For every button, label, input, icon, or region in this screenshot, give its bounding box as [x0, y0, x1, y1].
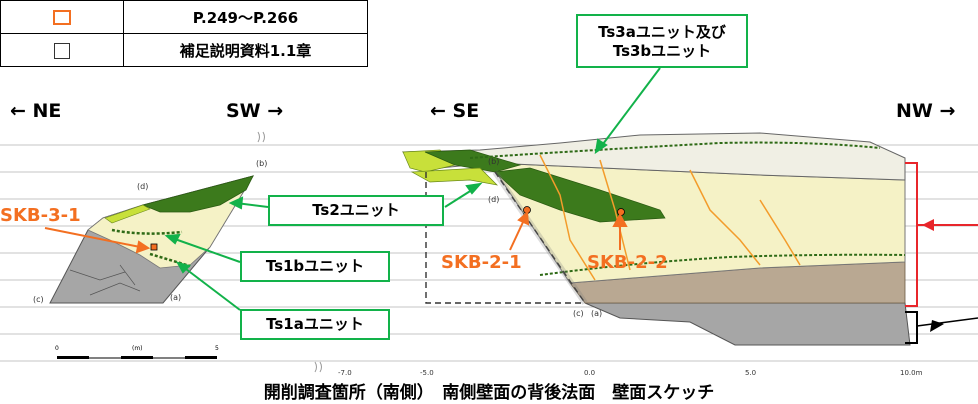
scale-bar: 0 (m) 5	[55, 345, 219, 359]
legend-text-1: P.249～P.266	[123, 0, 368, 34]
direction-sw: SW →	[226, 100, 284, 122]
direction-nw: NW →	[896, 100, 956, 122]
legend-text-2: 補足説明資料1.1章	[123, 33, 368, 67]
legend-row: 補足説明資料1.1章	[0, 33, 368, 67]
axis-ticks: -7.0 -5.0 0.0 5.0 10.0m	[338, 369, 923, 377]
tick-label: 5.0	[745, 369, 756, 377]
label-ts2-unit: Ts2ユニット	[268, 195, 444, 226]
label-ts1b-unit: Ts1bユニット	[240, 251, 390, 282]
sample-label-skb22: SKB-2-2	[587, 252, 668, 273]
point-d-left: (d)	[137, 182, 148, 191]
right-section-sketch	[401, 132, 911, 346]
left-section-sketch	[49, 175, 255, 304]
scale-end: 5	[215, 345, 219, 352]
scale-start: 0	[55, 345, 59, 352]
green-arrows	[164, 67, 661, 311]
point-a-right: (a)	[591, 309, 602, 318]
legend-marker-cell	[0, 0, 124, 34]
point-letters: (b) (d) (c) (a) (b) (d) (c) (a)	[33, 157, 602, 318]
direction-se: ← SE	[430, 100, 480, 122]
direction-ne: ← NE	[10, 100, 62, 122]
tick-label: -5.0	[420, 369, 434, 377]
point-d-right: (d)	[488, 195, 499, 204]
tick-label: 0.0	[584, 369, 595, 377]
callout-ts3-line2: Ts3bユニット	[612, 42, 712, 60]
tick-label: 10.0m	[900, 369, 923, 377]
legend-row: P.249～P.266	[0, 0, 368, 34]
figure-caption: 開削調査箇所（南側） 南側壁面の背後法面 壁面スケッチ	[263, 383, 715, 403]
orange-arrows	[44, 210, 628, 254]
callout-ts3: Ts3aユニット及び Ts3bユニット	[576, 14, 748, 68]
sample-label-skb31: SKB-3-1	[0, 205, 81, 226]
sample-marker-skb31	[150, 243, 158, 251]
sample-marker-skb22	[617, 208, 625, 216]
point-c-left: (c)	[33, 295, 44, 304]
point-b-right: (b)	[488, 157, 499, 166]
point-c-right: (c)	[573, 309, 584, 318]
point-a-left: (a)	[170, 293, 181, 302]
axis-break-marks	[257, 131, 322, 373]
empty-square-icon	[54, 42, 70, 59]
orange-square-icon	[53, 10, 71, 25]
label-ts1a-unit: Ts1aユニット	[240, 309, 390, 340]
right-brackets	[905, 162, 978, 344]
callout-ts3-line1: Ts3aユニット及び	[598, 23, 726, 41]
point-b-left: (b)	[256, 159, 267, 168]
tick-label: -7.0	[338, 369, 352, 377]
sample-label-skb21: SKB-2-1	[441, 252, 522, 273]
legend-table: P.249～P.266 補足説明資料1.1章	[0, 0, 368, 67]
scale-unit: (m)	[132, 345, 143, 352]
